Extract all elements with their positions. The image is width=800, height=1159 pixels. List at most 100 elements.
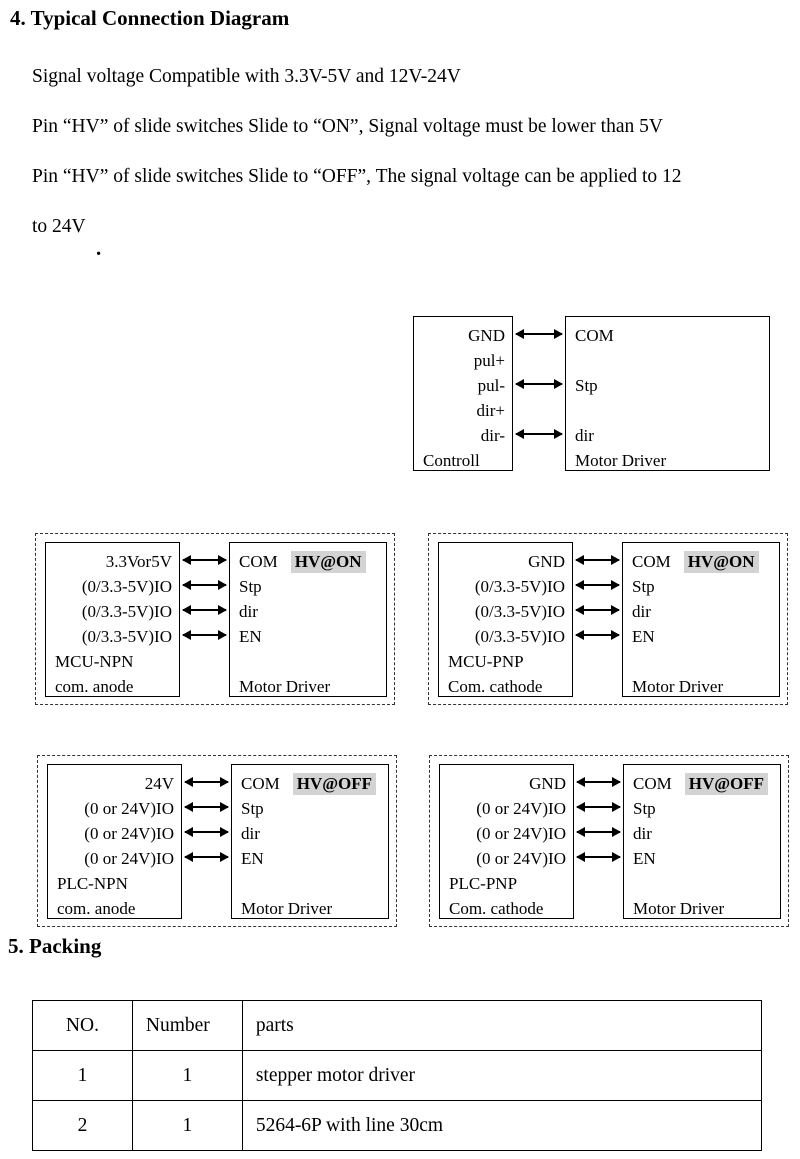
pin-stp: Stp [241,799,264,818]
pin-label: (0/3.3-5V)IO [81,577,172,596]
pin-dir: dir [241,824,260,843]
pin-pul-minus: pul- [477,376,505,395]
pin-stp: Stp [632,577,655,596]
diagram-plc-pnp: GND (0 or 24V)IO (0 or 24V)IO (0 or 24V)… [429,755,789,927]
pin-label: (0/3.3-5V)IO [474,577,565,596]
pin-dir: dir [239,602,258,621]
paragraph-to-24v: to 24V [32,216,86,237]
header-cell-no: NO. [32,1000,133,1051]
pin-label: (0 or 24V)IO [476,824,566,843]
pin-label: (0/3.3-5V)IO [474,602,565,621]
cell-parts: 5264-6P with line 30cm [241,1100,763,1151]
double-arrow-icon [575,605,620,615]
double-arrow-icon [575,580,620,590]
section5-heading: 5. Packing [8,934,102,958]
pin-label: (0 or 24V)IO [476,799,566,818]
double-arrow-icon [182,580,227,590]
source-type-label: MCU-PNP [448,652,524,671]
source-type-label: MCU-NPN [55,652,134,671]
pin-label: (0/3.3-5V)IO [81,602,172,621]
connection-arrows [181,542,228,697]
pin-dir: dir [575,426,594,445]
diagram-plc-npn: 24V (0 or 24V)IO (0 or 24V)IO (0 or 24V)… [37,755,397,927]
stray-period: . [96,236,102,260]
double-arrow-icon [576,777,621,787]
motor-driver-box: COM HV@ON Stp dir EN Motor Driver [622,542,780,697]
motor-driver-box: COM HV@ON Stp dir EN Motor Driver [229,542,387,697]
double-arrow-icon [182,630,227,640]
controller-label: Controll [423,451,480,470]
section4-heading: 4. Typical Connection Diagram [10,6,290,30]
paragraph-hv-off: Pin “HV” of slide switches Slide to “OFF… [32,166,682,187]
pin-en: EN [632,627,655,646]
header-cell-number: Number [131,1000,243,1051]
double-arrow-icon [184,777,229,787]
double-arrow-icon [576,827,621,837]
source-type-label: PLC-NPN [57,874,128,893]
paragraph-signal-voltage: Signal voltage Compatible with 3.3V-5V a… [32,66,461,87]
double-arrow-icon [182,605,227,615]
pin-en: EN [239,627,262,646]
connection-arrows [574,542,621,697]
pin-label: (0/3.3-5V)IO [474,627,565,646]
motor-driver-label: Motor Driver [575,451,667,470]
source-box: 3.3Vor5V (0/3.3-5V)IO (0/3.3-5V)IO (0/3.… [45,542,180,697]
empty-row [566,398,769,423]
double-arrow-icon [184,802,229,812]
double-arrow-icon [515,379,563,389]
source-type-label: PLC-PNP [449,874,518,893]
source-box: GND (0/3.3-5V)IO (0/3.3-5V)IO (0/3.3-5V)… [438,542,573,697]
source-common-label: com. anode [57,899,136,918]
pin-stp: Stp [239,577,262,596]
pin-pul-plus: pul+ [473,351,505,370]
cell-number: 1 [131,1050,243,1101]
pin-label: (0/3.3-5V)IO [81,627,172,646]
cell-no: 2 [32,1100,133,1151]
pin-com: COM [575,326,614,345]
pin-label: 24V [144,774,174,793]
paragraph-hv-on: Pin “HV” of slide switches Slide to “ON”… [32,116,663,137]
pin-dir-minus: dir- [480,426,505,445]
motor-driver-label: Motor Driver [633,899,725,918]
pin-stp: Stp [633,799,656,818]
double-arrow-icon [184,827,229,837]
header-cell-parts: parts [241,1000,763,1051]
connection-arrows [575,764,622,919]
double-arrow-icon [184,852,229,862]
double-arrow-icon [576,802,621,812]
pin-dir: dir [632,602,651,621]
double-arrow-icon [182,555,227,565]
empty-row [566,348,769,373]
source-box: 24V (0 or 24V)IO (0 or 24V)IO (0 or 24V)… [47,764,182,919]
pin-label: (0 or 24V)IO [476,849,566,868]
pin-com-row: COM HV@ON [623,549,779,574]
hv-state-badge: HV@ON [683,550,759,573]
motor-driver-box: COM Stp dir Motor Driver [565,316,770,471]
pin-com: COM [241,774,280,793]
pin-com-row: COM HV@OFF [232,771,388,796]
pin-gnd: GND [468,326,505,345]
table-header-row: NO. Number parts [32,1000,763,1051]
pin-dir-plus: dir+ [476,401,505,420]
motor-driver-box: COM HV@OFF Stp dir EN Motor Driver [231,764,389,919]
motor-driver-label: Motor Driver [239,677,331,696]
pin-label: (0 or 24V)IO [84,849,174,868]
motor-driver-label: Motor Driver [632,677,724,696]
double-arrow-icon [515,329,563,339]
pin-stp: Stp [575,376,598,395]
pin-com-row: COM HV@ON [230,549,386,574]
motor-driver-label: Motor Driver [241,899,333,918]
pin-com: COM [239,552,278,571]
table-row: 2 1 5264-6P with line 30cm [32,1100,763,1151]
pin-label: GND [528,552,565,571]
pin-label: (0 or 24V)IO [84,824,174,843]
connection-arrows [514,316,564,471]
hv-state-badge: HV@ON [290,550,366,573]
double-arrow-icon [576,852,621,862]
pin-label: (0 or 24V)IO [84,799,174,818]
pin-en: EN [241,849,264,868]
double-arrow-icon [575,555,620,565]
table-row: 1 1 stepper motor driver [32,1050,763,1101]
diagram-mcu-npn: 3.3Vor5V (0/3.3-5V)IO (0/3.3-5V)IO (0/3.… [35,533,395,705]
